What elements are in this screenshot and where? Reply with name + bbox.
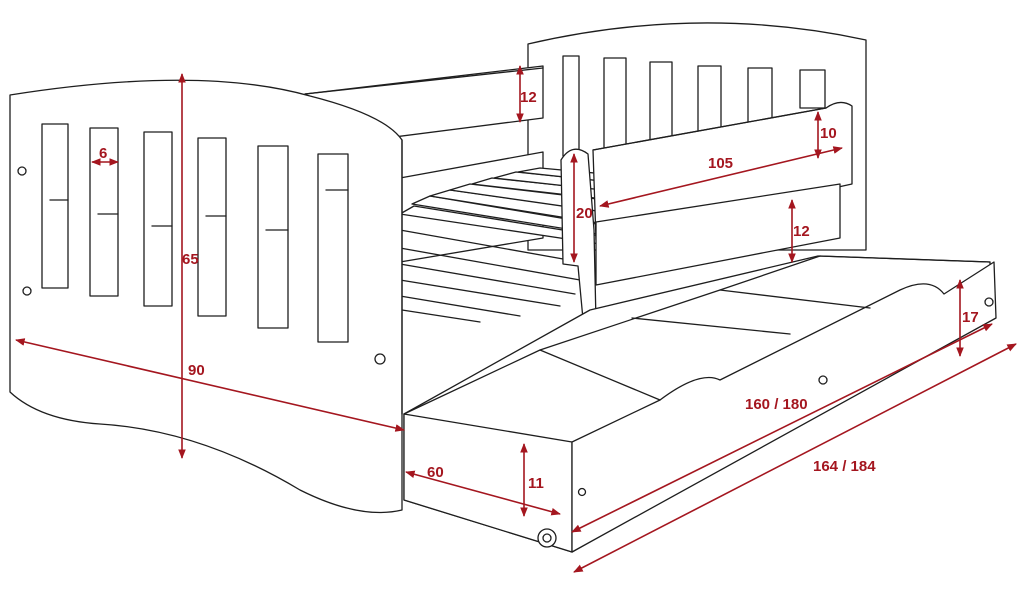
dim-line-front-opening [599, 146, 843, 208]
dim-line-bed-width [15, 338, 405, 432]
dimension-labels: 12 6 10 105 20 12 65 17 90 160 / 180 60 … [99, 89, 979, 492]
label-total-length: 164 / 184 [813, 458, 876, 475]
dim-line-total-length [573, 343, 1017, 573]
front-footboard [9, 79, 403, 514]
label-post-height: 20 [576, 205, 593, 222]
label-front-rail-height: 10 [820, 125, 837, 142]
label-headboard-height: 65 [182, 251, 199, 268]
label-drawer-height: 11 [528, 475, 544, 492]
label-drawer-side-height: 17 [962, 309, 979, 326]
label-front-opening-length: 105 [708, 155, 733, 172]
label-bed-width: 90 [188, 362, 205, 379]
label-slat-gap: 6 [99, 145, 107, 162]
label-back-rail-height: 12 [520, 89, 537, 106]
label-drawer-length: 160 / 180 [745, 396, 808, 413]
dimension-lines [15, 65, 1017, 573]
dim-line-drawer-depth [405, 470, 561, 516]
label-drawer-depth: 60 [427, 464, 444, 481]
label-lower-rail-height: 12 [793, 223, 810, 240]
